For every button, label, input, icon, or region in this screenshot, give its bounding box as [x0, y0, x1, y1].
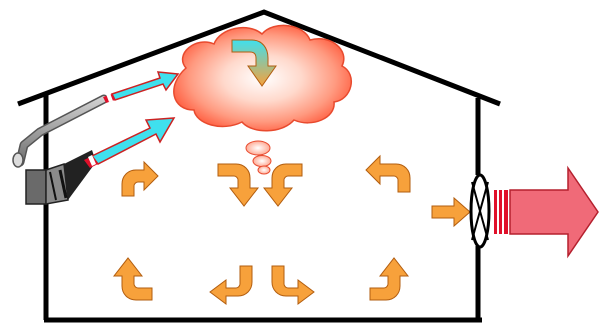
circulation-arrow: [112, 257, 153, 301]
circulation-arrow: [431, 196, 471, 228]
circulation-arrow: [369, 257, 410, 301]
circulation-arrow: [217, 163, 260, 207]
downdraft-arrow: [231, 39, 277, 87]
exhaust-arrow: [494, 165, 599, 259]
supply-air-arrow: [84, 117, 176, 168]
exhaust-fan: [469, 173, 491, 249]
circulation-arrow: [365, 154, 411, 193]
circulation-arrow: [271, 265, 315, 305]
circulation-arrow: [262, 163, 303, 207]
circulation-arrow: [209, 265, 253, 305]
circulation-arrow: [121, 160, 159, 197]
supply-air-arrow: [103, 71, 180, 103]
gas-pipe: [12, 94, 109, 168]
heater-unit: [25, 150, 96, 205]
